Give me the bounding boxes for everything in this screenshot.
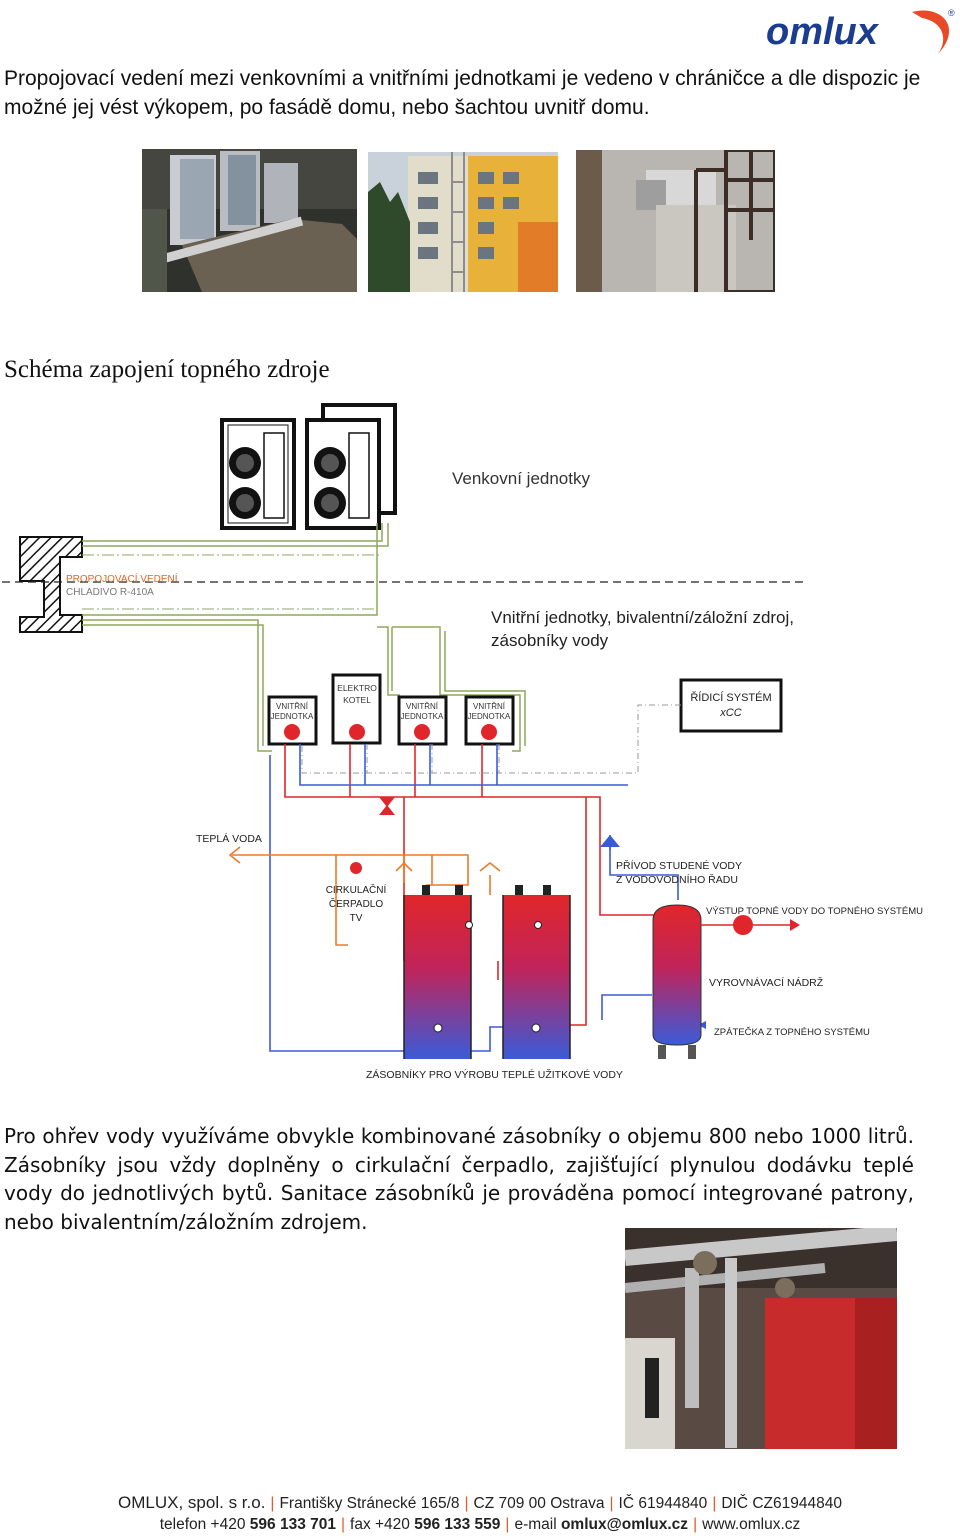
intro-paragraph: Propojovací vedení mezi venkovními a vni… <box>4 67 921 119</box>
indoor-unit-3: VNITŘNÍ JEDNOTKA <box>464 695 515 746</box>
cold-water-label-2: Z VODOVODNÍHO ŘADU <box>616 873 738 886</box>
footer-address: Františky Stránecké 165/8 <box>279 1495 460 1512</box>
footer-phone[interactable]: 596 133 701 <box>249 1516 336 1533</box>
outdoor-units-photo <box>142 149 357 292</box>
indoor-unit-1: VNITŘNÍ JEDNOTKA <box>267 695 318 746</box>
svg-text:JEDNOTKA: JEDNOTKA <box>468 712 511 721</box>
hot-water-label: TEPLÁ VODA <box>196 832 262 845</box>
indoor-label-1: Vnitřní jednotky, bivalentní/záložní zdr… <box>491 608 794 627</box>
footer-contact-line: telefon +420 596 133 701|fax +420 596 13… <box>159 1516 801 1533</box>
buffer-tank <box>652 904 702 1059</box>
footer-web-link[interactable]: www.omlux.cz <box>702 1516 801 1533</box>
building-wall <box>19 536 83 633</box>
circ-label-2: ČERPADLO <box>329 897 383 910</box>
pipe-label-2: CHLADIVO R-410A <box>66 587 154 598</box>
logo-wordmark: omlux <box>766 11 880 53</box>
registered-mark: ® <box>948 8 955 18</box>
footer-dic: DIČ CZ61944840 <box>721 1495 842 1512</box>
svg-text:KOTEL: KOTEL <box>343 695 371 705</box>
svg-text:VNITŘNÍ: VNITŘNÍ <box>276 702 309 711</box>
diagram-heading: Schéma zapojení topného zdroje <box>4 356 330 383</box>
electric-boiler: ELEKTRO KOTEL <box>331 673 382 745</box>
svg-text:JEDNOTKA: JEDNOTKA <box>271 712 314 721</box>
heating-pump <box>733 915 753 935</box>
circ-label-1: CIRKULAČNÍ <box>326 883 387 896</box>
outdoor-unit-2 <box>305 403 397 530</box>
svg-text:xCC: xCC <box>719 707 741 719</box>
svg-text:VNITŘNÍ: VNITŘNÍ <box>473 702 506 711</box>
circulation-pump <box>350 862 362 874</box>
cold-water-label-1: PŘÍVOD STUDENÉ VODY <box>616 859 742 872</box>
body-paragraph: Pro ohřev vody využíváme obvykle kombino… <box>4 1124 914 1234</box>
footer-address-line: OMLUX, spol. s r.o.|Františky Stránecké … <box>118 1493 842 1512</box>
svg-text:JEDNOTKA: JEDNOTKA <box>401 712 444 721</box>
footer-company: OMLUX, spol. s r.o. <box>118 1493 266 1512</box>
control-system: ŘÍDICÍ SYSTÉM xCC <box>679 678 783 733</box>
footer-ico: IČ 61944840 <box>618 1495 708 1512</box>
footer-city: CZ 709 00 Ostrava <box>473 1495 605 1512</box>
buffer-tank-label: VYROVNÁVACÍ NÁDRŽ <box>709 976 824 989</box>
interior-shaft-photo <box>576 150 775 292</box>
indoor-unit-2: VNITŘNÍ JEDNOTKA <box>397 695 448 746</box>
refrigerant-pipes <box>82 523 526 752</box>
circ-label-3: TV <box>350 913 363 924</box>
footer-email-link[interactable]: omlux@omlux.cz <box>560 1516 689 1533</box>
footer-fax: 596 133 559 <box>414 1516 501 1533</box>
heating-out-label: VÝSTUP TOPNÉ VODY DO TOPNÉHO SYSTÉMU <box>706 906 923 917</box>
omlux-logo: omlux ® <box>762 4 958 58</box>
building-facade-photo <box>368 152 558 292</box>
svg-text:VNITŘNÍ: VNITŘNÍ <box>406 702 439 711</box>
indoor-label-2: zásobníky vody <box>491 631 609 650</box>
heating-schema-diagram: Venkovní jednotky PROPOJOVACÍ VEDENÍ CHL… <box>2 403 923 1081</box>
hot-water-pipes <box>232 854 491 946</box>
control-wiring <box>301 704 681 774</box>
heating-return-label: ZPÁTEČKA Z TOPNÉHO SYSTÉMU <box>714 1027 870 1038</box>
outdoor-unit-1 <box>220 418 296 530</box>
svg-text:ELEKTRO: ELEKTRO <box>337 683 377 693</box>
outdoor-units-label: Venkovní jednotky <box>452 469 590 488</box>
boiler-room-photo <box>625 1228 897 1449</box>
tanks-label: ZÁSOBNÍKY PRO VÝROBU TEPLÉ UŽITKOVÉ VODY <box>366 1068 623 1081</box>
hot-water-tank-1 <box>403 885 473 1059</box>
svg-text:ŘÍDICÍ SYSTÉM: ŘÍDICÍ SYSTÉM <box>690 691 771 704</box>
pipe-label-1: PROPOJOVACÍ VEDENÍ <box>66 572 178 585</box>
hot-water-tank-2 <box>502 885 571 1059</box>
